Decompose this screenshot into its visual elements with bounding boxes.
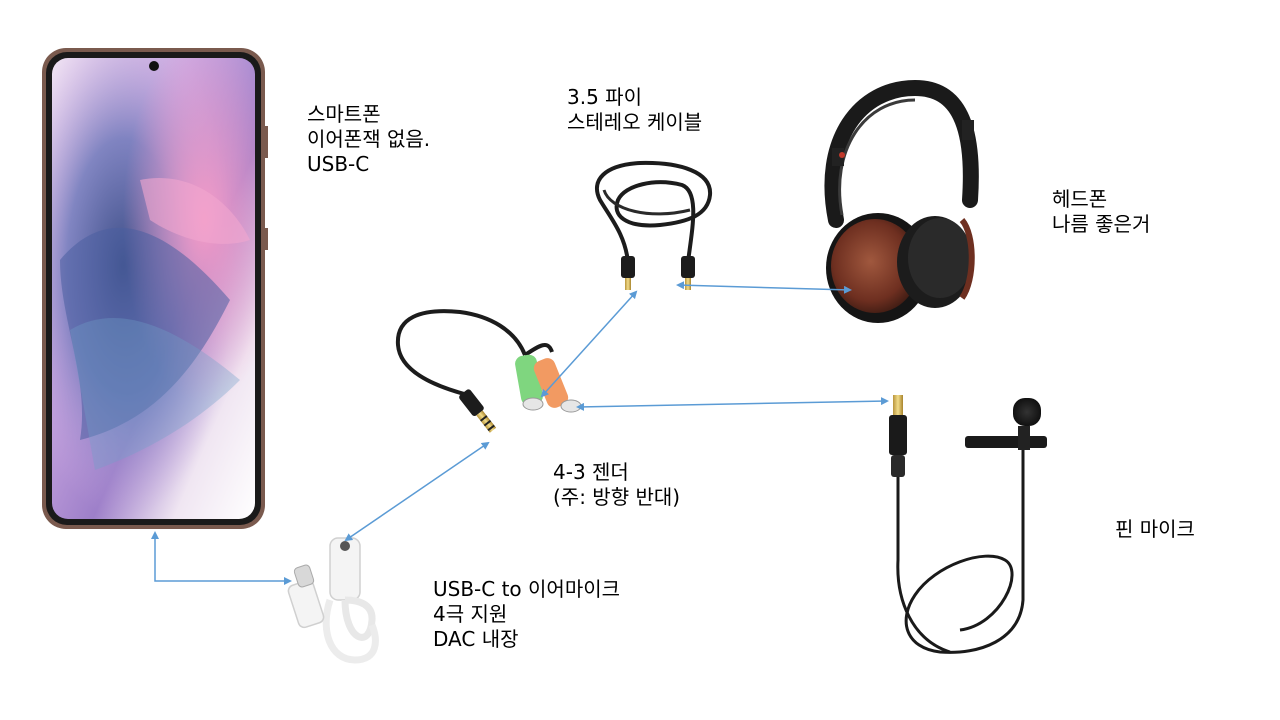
label-smartphone-line2: 이어폰잭 없음. — [307, 127, 431, 151]
label-smartphone-line1: 스마트폰 — [307, 102, 381, 126]
label-gender: 4-3 젠더 (주: 방향 반대) — [553, 460, 680, 510]
label-gender-line1: 4-3 젠더 — [553, 460, 629, 484]
label-stereo-cable-line1: 3.5 파이 — [567, 85, 642, 109]
splitter-cable-icon — [395, 309, 582, 433]
label-headphone-line1: 헤드폰 — [1052, 187, 1108, 211]
label-gender-line2: (주: 방향 반대) — [553, 485, 681, 509]
label-smartphone-line3: USB-C — [307, 152, 370, 176]
label-pin-mic: 핀 마이크 — [1115, 517, 1195, 542]
connector-gender-to-cable — [540, 290, 638, 398]
label-headphone-line2: 나름 좋은거 — [1052, 212, 1151, 236]
label-pin-mic-line1: 핀 마이크 — [1115, 517, 1195, 541]
connector-gender-to-mic — [576, 397, 889, 411]
usb-c-dongle-icon — [287, 537, 379, 664]
audio-cable-icon — [594, 160, 713, 290]
label-usb-dongle-line2: 4극 지원 — [433, 602, 508, 626]
connector-lines — [151, 281, 889, 585]
label-usb-dongle-line1: USB-C to 이어마이크 — [433, 577, 621, 601]
label-headphone: 헤드폰 나름 좋은거 — [1052, 187, 1150, 237]
label-usb-dongle: USB-C to 이어마이크 4극 지원 DAC 내장 — [433, 577, 620, 652]
label-stereo-cable-line2: 스테레오 케이블 — [567, 110, 703, 134]
label-stereo-cable: 3.5 파이 스테레오 케이블 — [567, 85, 702, 135]
smartphone-icon — [42, 48, 268, 529]
connector-dongle-to-gender — [344, 441, 490, 542]
label-usb-dongle-line3: DAC 내장 — [433, 627, 519, 651]
label-smartphone: 스마트폰 이어폰잭 없음. USB-C — [307, 102, 430, 177]
connector-cable-to-headphone — [676, 281, 852, 294]
lavalier-mic-icon — [889, 395, 1047, 654]
headphone-icon — [824, 79, 979, 323]
connector-phone-to-dongle — [151, 531, 292, 585]
